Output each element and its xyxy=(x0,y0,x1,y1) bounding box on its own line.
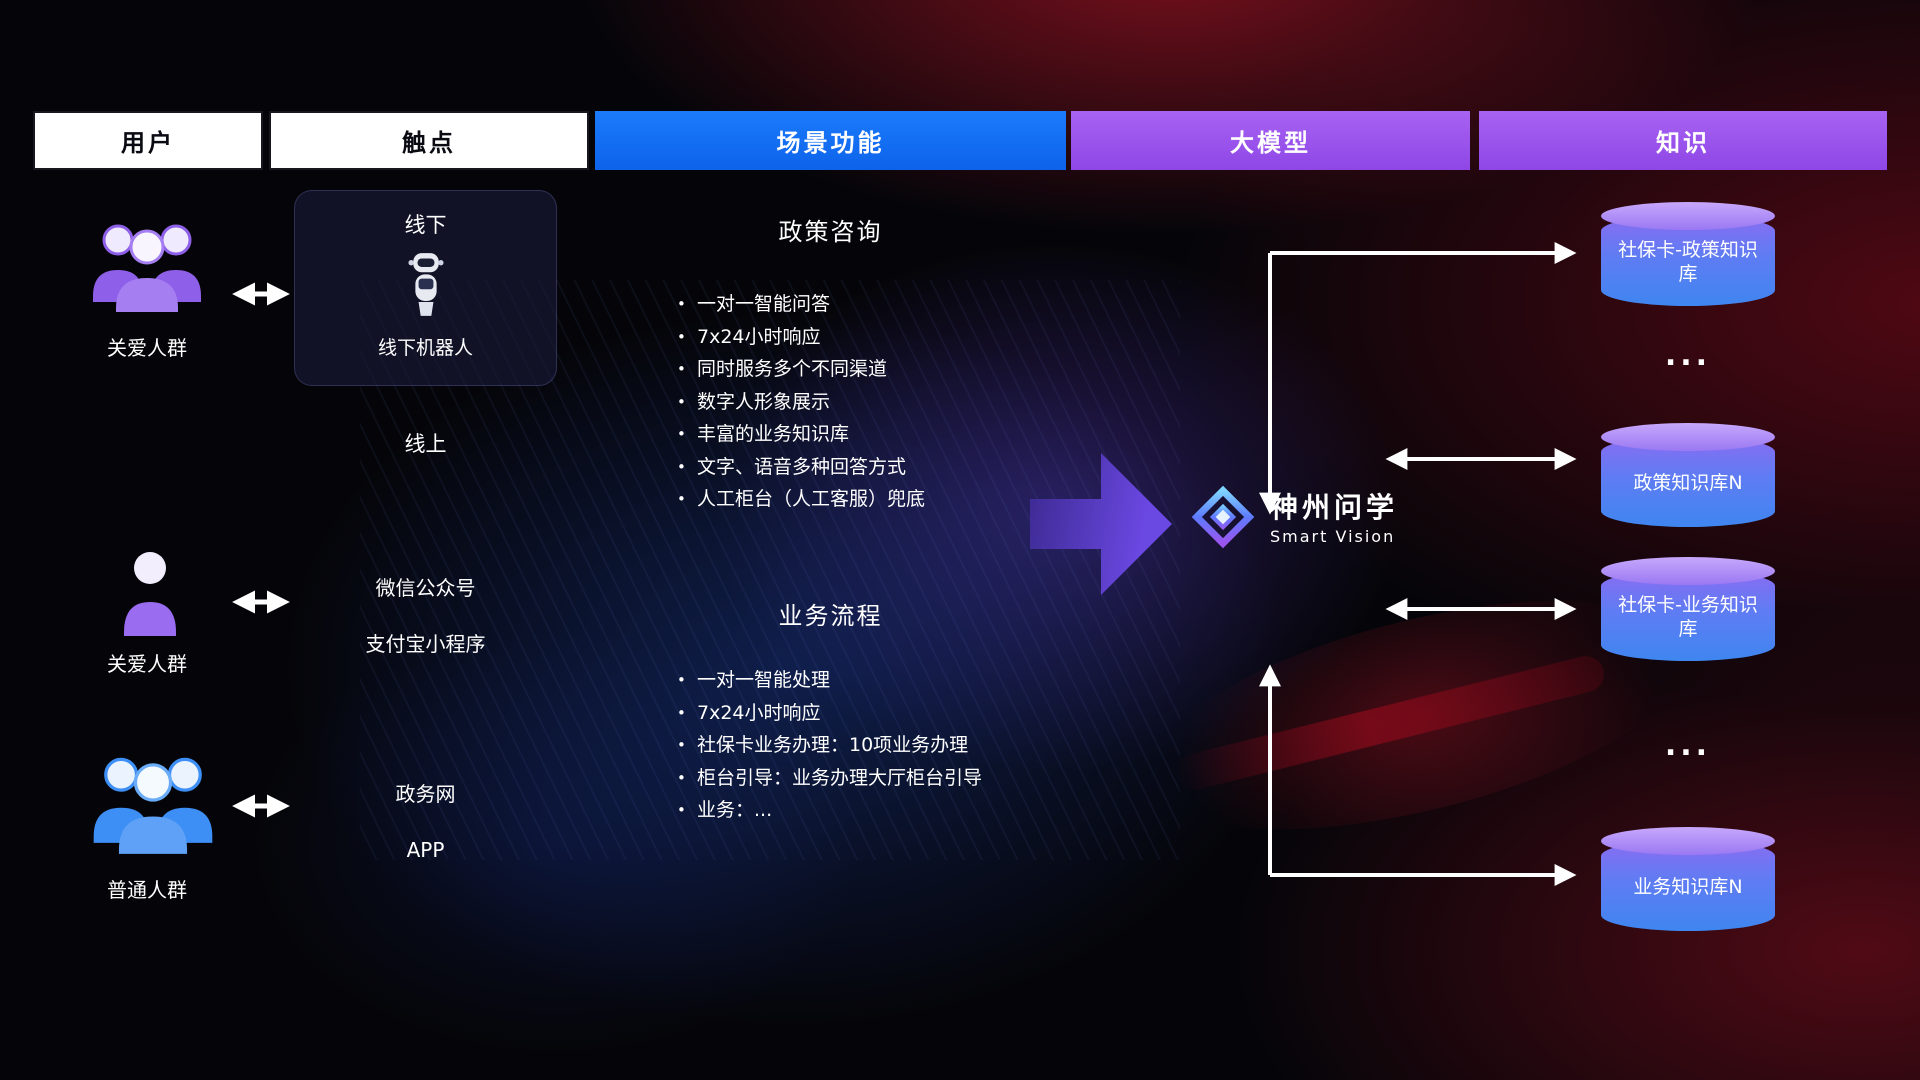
cylinder-top xyxy=(1601,827,1775,855)
offline-touchpoint-card: 线下 线下机器人 xyxy=(294,190,557,386)
column-header-knowledge-label: 知识 xyxy=(1656,129,1710,157)
scene-1-item: 同时服务多个不同渠道 xyxy=(677,353,925,386)
alipay-channel-label: 支付宝小程序 xyxy=(365,632,486,656)
offline-robot-label: 线下机器人 xyxy=(377,337,473,359)
column-header-large-model-label: 大模型 xyxy=(1230,129,1311,157)
column-header-large-model: 大模型 xyxy=(1071,111,1470,170)
knowledge-db-policy-n: 政策知识库N xyxy=(1601,423,1775,527)
bg-red-band xyxy=(1172,652,1608,794)
user-group-1-label: 关爱人群 xyxy=(107,336,187,360)
user-group-2-label: 关爱人群 xyxy=(107,652,187,676)
scene-block-1-list: 一对一智能问答 7x24小时响应 同时服务多个不同渠道 数字人形象展示 丰富的业… xyxy=(677,288,925,516)
cylinder-body xyxy=(1601,215,1775,306)
knowledge-ellipsis-1: ... xyxy=(1664,338,1712,373)
scene-1-item: 人工柜台（人工客服）兜底 xyxy=(677,483,925,516)
scene-2-item: 业务：... xyxy=(677,794,982,827)
column-header-scene-functions-label: 场景功能 xyxy=(776,129,885,157)
double-arrow-user1-icon xyxy=(226,280,296,312)
knowledge-db-business-n: 业务知识库N xyxy=(1601,827,1775,931)
knowledge-ellipsis-2: ... xyxy=(1664,728,1712,763)
column-header-touchpoints: 触点 xyxy=(269,111,589,170)
column-header-knowledge: 知识 xyxy=(1479,111,1887,170)
knowledge-db-business-card: 社保卡-业务知识库 xyxy=(1601,557,1775,661)
double-arrow-user2-icon xyxy=(226,588,296,620)
scene-1-item: 数字人形象展示 xyxy=(677,386,925,419)
model-logo: 神州问学 Smart Vision xyxy=(1188,482,1398,556)
double-arrow-user3-icon xyxy=(226,792,296,824)
person-purple-icon xyxy=(121,548,179,642)
column-header-touchpoints-label: 触点 xyxy=(402,129,456,157)
knowledge-db-label: 业务知识库N xyxy=(1633,876,1743,898)
scene-1-item: 丰富的业务知识库 xyxy=(677,418,925,451)
gov-web-channel-label: 政务网 xyxy=(395,782,456,806)
scene-1-item: 文字、语音多种回答方式 xyxy=(677,451,925,484)
group-people-purple-icon xyxy=(86,214,208,316)
scene-2-item: 7x24小时响应 xyxy=(677,697,982,730)
column-header-users-label: 用户 xyxy=(121,129,175,157)
user-group-3-label: 普通人群 xyxy=(107,878,187,902)
scene-block-1-title: 政策咨询 xyxy=(778,218,883,246)
cylinder-top xyxy=(1601,557,1775,585)
app-channel-label: APP xyxy=(406,838,445,862)
flow-arrow-right-icon xyxy=(1030,452,1172,596)
cylinder-body xyxy=(1601,840,1775,931)
wechat-channel-label: 微信公众号 xyxy=(375,576,476,600)
knowledge-connector-arrows xyxy=(1259,242,1577,886)
cylinder-top xyxy=(1601,423,1775,451)
model-subtitle: Smart Vision xyxy=(1270,526,1396,546)
cylinder-body xyxy=(1601,436,1775,527)
diamond-logo-icon xyxy=(1188,482,1258,556)
knowledge-db-label: 政策知识库N xyxy=(1633,472,1743,494)
scene-block-2-title: 业务流程 xyxy=(778,602,883,630)
cylinder-top xyxy=(1601,202,1775,230)
group-people-blue-icon xyxy=(86,746,220,858)
scene-1-item: 7x24小时响应 xyxy=(677,321,925,354)
scene-1-item: 一对一智能问答 xyxy=(677,288,925,321)
scene-block-2-list: 一对一智能处理 7x24小时响应 社保卡业务办理：10项业务办理 柜台引导：业务… xyxy=(677,664,982,827)
scene-2-item: 一对一智能处理 xyxy=(677,664,982,697)
model-logo-texts: 神州问学 Smart Vision xyxy=(1270,490,1399,546)
scene-2-item: 社保卡业务办理：10项业务办理 xyxy=(677,729,982,762)
offline-title: 线下 xyxy=(404,213,447,237)
model-name: 神州问学 xyxy=(1270,490,1399,524)
online-label: 线上 xyxy=(404,432,447,456)
knowledge-db-policy-card: 社保卡-政策知识库 xyxy=(1601,202,1775,306)
scene-2-item: 柜台引导：业务办理大厅柜台引导 xyxy=(677,762,982,795)
column-header-users: 用户 xyxy=(33,111,263,170)
cylinder-body xyxy=(1601,570,1775,661)
knowledge-db-label: 社保卡-政策知识库 xyxy=(1618,239,1758,285)
robot-icon xyxy=(404,251,448,323)
column-header-scene-functions: 场景功能 xyxy=(595,111,1066,170)
knowledge-db-label: 社保卡-业务知识库 xyxy=(1618,594,1758,640)
